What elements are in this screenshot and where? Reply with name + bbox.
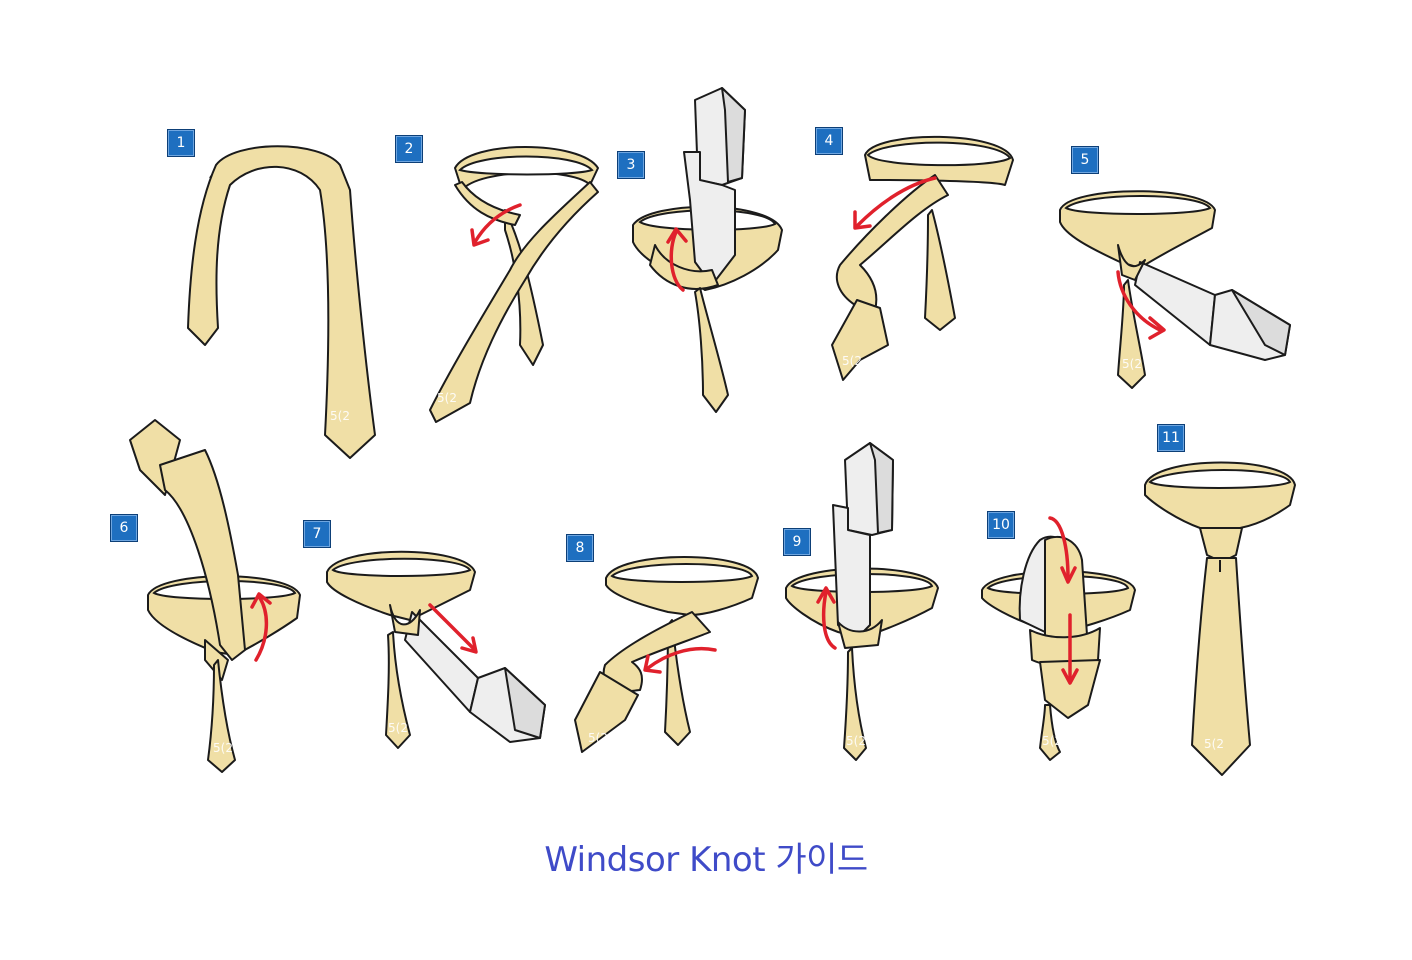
- brand-mark: 5(2: [842, 354, 862, 368]
- brand-mark: 5(2: [1042, 734, 1062, 748]
- step-badge-9: 9: [783, 528, 811, 556]
- step-8-illustration: 5(2: [574, 556, 759, 753]
- brand-mark: 5(2: [437, 391, 457, 405]
- step-badge-10: 10: [987, 511, 1015, 539]
- step-5-illustration: 5(2: [1059, 190, 1291, 389]
- step-3-illustration: [632, 87, 783, 413]
- step-6-illustration: 5(2: [129, 419, 301, 773]
- step-11-illustration: 5(2: [1144, 461, 1296, 776]
- step-9-illustration: 5(2: [785, 442, 939, 761]
- brand-mark: 5(2: [388, 721, 408, 735]
- step-badge-6: 6: [110, 514, 138, 542]
- step-badge-8: 8: [566, 534, 594, 562]
- brand-mark: 5(2: [588, 731, 608, 745]
- step-1-illustration: 5(2: [187, 145, 376, 459]
- brand-mark: 5(2: [1204, 737, 1224, 751]
- brand-mark: 5(2: [213, 741, 233, 755]
- step-badge-1: 1: [167, 129, 195, 157]
- step-2-illustration: 5(2: [429, 146, 599, 423]
- step-badge-2: 2: [395, 135, 423, 163]
- step-badge-5: 5: [1071, 146, 1099, 174]
- step-10-illustration: 5(2: [981, 516, 1136, 761]
- brand-mark: 5(2: [330, 409, 350, 423]
- step-7-illustration: 5(2: [326, 550, 546, 749]
- step-badge-4: 4: [815, 127, 843, 155]
- step-badge-7: 7: [303, 520, 331, 548]
- step-badge-11: 11: [1157, 424, 1185, 452]
- step-badge-3: 3: [617, 151, 645, 179]
- page-title: Windsor Knot 가이드: [544, 840, 868, 880]
- brand-mark: 5(2: [1122, 357, 1142, 371]
- brand-mark: 5(2: [846, 734, 866, 748]
- step-4-illustration: 5(2: [831, 135, 1014, 381]
